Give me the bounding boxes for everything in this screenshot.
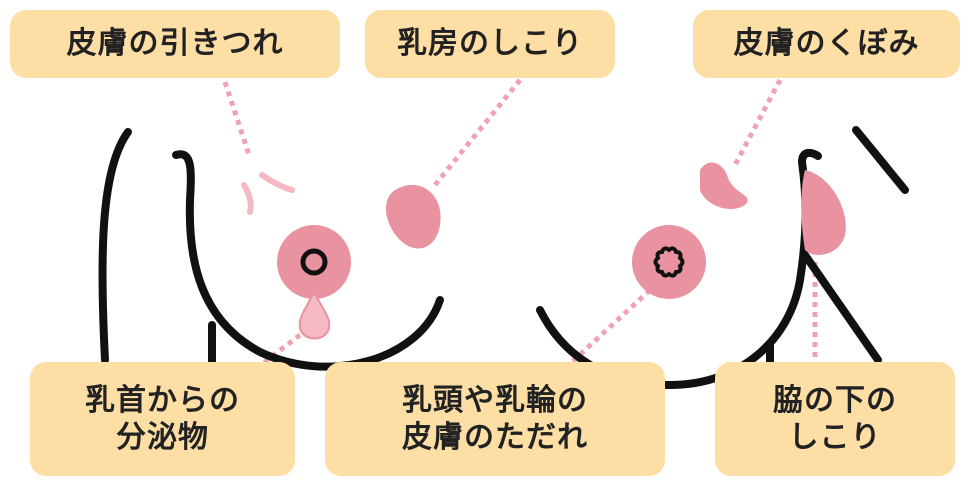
axillary-lump-blob (801, 170, 846, 255)
body-outline (98, 126, 909, 390)
right-areola (632, 225, 706, 299)
label-axillary-lump-line2: しこり (788, 420, 882, 455)
label-skin-dimpling-text: 皮膚のくぼみ (733, 26, 920, 62)
label-nipple-areola-erosion: 乳頭や乳輪の 皮膚のただれ (325, 362, 665, 476)
leader-line-skin-dimpling (732, 78, 783, 167)
leader-lines (222, 78, 818, 366)
leader-line-breast-lump (433, 78, 522, 187)
label-breast-lump: 乳房のしこり (365, 10, 615, 78)
left-areola (277, 225, 351, 299)
discharge-drop (298, 289, 331, 340)
label-skin-retraction-text: 皮膚の引きつれ (66, 26, 284, 62)
leader-line-nipple-discharge (260, 333, 302, 366)
leader-line-nipple-erosion (570, 288, 652, 364)
label-nipple-erosion-line1: 乳頭や乳輪の (402, 382, 588, 418)
right-nipple-eroded (653, 246, 685, 278)
skin-retraction-marks (241, 172, 295, 215)
label-axillary-lump: 脇の下の しこり (715, 362, 955, 476)
label-nipple-discharge: 乳首からの 分泌物 (30, 362, 295, 476)
label-nipple-discharge-line1: 乳首からの (85, 382, 240, 418)
dimple-blob (700, 162, 748, 210)
label-axillary-lump-line1: 脇の下の (773, 382, 897, 418)
label-breast-lump-text: 乳房のしこり (397, 26, 583, 62)
label-skin-dimpling: 皮膚のくぼみ (693, 10, 960, 78)
label-nipple-erosion-line2: 皮膚のただれ (402, 420, 588, 455)
breast-lump-blob (385, 184, 441, 249)
label-nipple-discharge-line2: 分泌物 (116, 420, 209, 455)
label-skin-retraction: 皮膚の引きつれ (10, 10, 340, 78)
left-nipple (300, 248, 328, 276)
leader-line-skin-retraction (222, 81, 253, 159)
